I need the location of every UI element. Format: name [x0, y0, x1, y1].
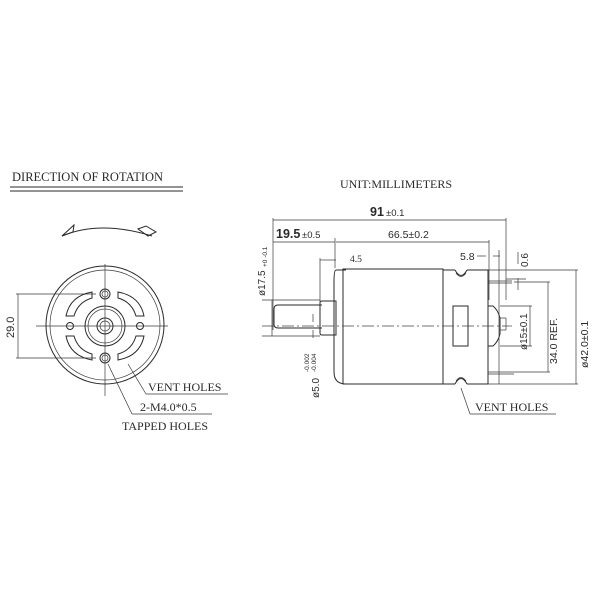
dimension-dia-42: ø42.0±0.1	[488, 269, 591, 385]
tapped-hole-bottom	[99, 352, 111, 364]
dim-4-5-label: 4.5	[350, 255, 362, 265]
dim-66-5-label: 66.5±0.2	[388, 229, 429, 241]
dim-19-5-tol: ±0.5	[302, 230, 320, 241]
tapped-leader	[107, 363, 133, 415]
dimension-dia-15: ø15±0.1	[500, 305, 532, 350]
direction-of-rotation-title: DIRECTION OF ROTATION	[12, 170, 163, 184]
dim-19-5-value: 19.5	[276, 227, 300, 241]
dimension-dia-5: ø5.0 -0.002 -0.004	[304, 314, 322, 398]
dimension-4-5: 4.5	[319, 255, 362, 305]
unit-label: UNIT:MILLIMETERS	[340, 177, 452, 191]
dim-5-tol-upper: -0.002	[304, 353, 311, 372]
dimension-0-6: 0.6	[506, 252, 531, 290]
motor-body-side-view	[273, 268, 514, 385]
tapped-hole-top	[99, 288, 111, 300]
tapped-holes-label: TAPPED HOLES	[122, 419, 208, 433]
rotation-arrow-icon	[61, 223, 158, 237]
side-vent-holes-label: VENT HOLES	[475, 400, 548, 414]
dim-42-label: ø42.0±0.1	[579, 321, 591, 368]
dim-15-label: ø15±0.1	[519, 313, 530, 350]
side-vent-leader	[460, 387, 471, 415]
dimension-34-ref: 34.0 REF.	[514, 281, 560, 373]
dimension-91: 91 ±0.1	[272, 205, 507, 330]
dim-34-label: 34.0 REF.	[548, 318, 560, 364]
dim-5-label: ø5.0	[311, 378, 322, 398]
dim-17-5-label: ø17.5	[257, 270, 268, 296]
dim-29-label: 29.0	[5, 317, 17, 338]
dimension-dia-17-5: ø17.5 +0 -0.1	[257, 246, 320, 337]
dim-91-value: 91	[370, 205, 384, 219]
dimension-19-5: 19.5 ±0.5	[273, 227, 336, 268]
vent-leader	[127, 363, 147, 395]
dimension-5-8: 5.8	[460, 250, 500, 300]
thread-spec-label: 2-M4.0*0.5	[140, 400, 197, 414]
front-vent-holes-label: VENT HOLES	[148, 380, 221, 394]
dim-5-8-label: 5.8	[460, 251, 475, 263]
dimension-29: 29.0	[5, 293, 96, 359]
dim-91-tol: ±0.1	[386, 208, 404, 219]
dim-0-6-label: 0.6	[520, 253, 531, 267]
front-end-view	[36, 264, 168, 396]
dim-17-5-tol: +0 -0.1	[262, 246, 269, 267]
dim-5-tol-lower: -0.004	[311, 353, 318, 372]
